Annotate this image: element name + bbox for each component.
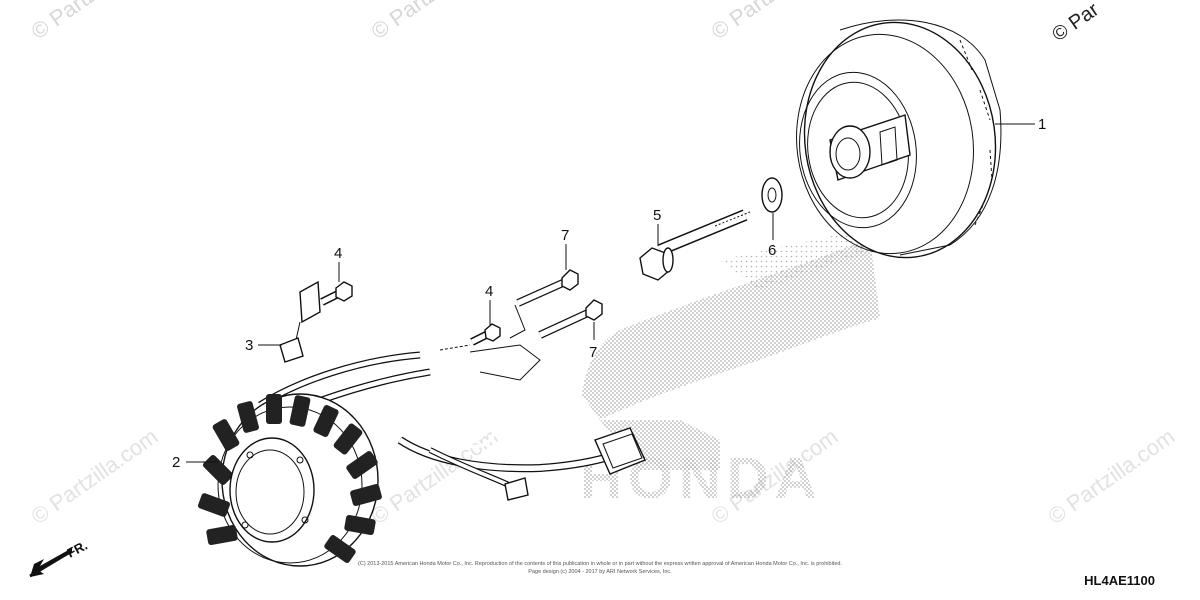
callout-7-lower[interactable]: 7 xyxy=(589,322,597,361)
watermark: © Partzilla.com xyxy=(1044,424,1180,530)
callout-number: 1 xyxy=(1038,116,1046,133)
callout-6[interactable]: 6 xyxy=(768,213,776,259)
stator-bolt-upper[interactable] xyxy=(516,269,579,307)
callout-number: 5 xyxy=(653,207,661,224)
copyright-line: (C) 2013-2015 American Honda Motor Co., … xyxy=(358,561,842,567)
callout-number: 7 xyxy=(589,344,597,361)
callout-number: 4 xyxy=(485,283,493,300)
wire-clamp[interactable] xyxy=(279,280,321,363)
flange-bolt[interactable] xyxy=(639,209,751,281)
callout-4-right[interactable]: 4 xyxy=(485,283,493,325)
flywheel-rotor[interactable] xyxy=(783,10,1011,270)
watermark: © Partzilla.com xyxy=(27,424,163,530)
callout-2[interactable]: 2 xyxy=(172,454,218,471)
callout-7-upper[interactable]: 7 xyxy=(561,227,569,270)
callout-number: 6 xyxy=(768,242,776,259)
washer[interactable] xyxy=(761,177,783,213)
callout-4-left[interactable]: 4 xyxy=(334,245,342,282)
callout-1[interactable]: 1 xyxy=(995,116,1046,133)
callout-number: 4 xyxy=(334,245,342,262)
small-bolt-left[interactable] xyxy=(320,281,353,306)
leader-lines xyxy=(439,304,541,381)
corner-watermark: © Par xyxy=(1048,0,1103,46)
front-label: FR. xyxy=(64,538,90,561)
small-bolt-right[interactable] xyxy=(470,323,501,346)
stator-assembly[interactable] xyxy=(197,347,646,567)
front-arrow-icon xyxy=(29,550,71,578)
front-direction-indicator: FR. xyxy=(29,538,90,578)
watermark: © Partzilla.com xyxy=(367,0,503,44)
stator-bolt-lower[interactable] xyxy=(538,299,603,339)
copyright-line: Page design (c) 2004 - 2017 by ARI Netwo… xyxy=(528,569,672,575)
copyright-notice: (C) 2013-2015 American Honda Motor Co., … xyxy=(358,561,842,575)
callout-number: 3 xyxy=(245,337,253,354)
callout-5[interactable]: 5 xyxy=(653,207,661,246)
callout-number: 2 xyxy=(172,454,180,471)
watermark: © Partzilla.com xyxy=(707,0,843,44)
diagram-code: HL4AE1100 xyxy=(1084,573,1155,588)
honda-wing-logo: HONDA xyxy=(580,230,880,511)
callout-number: 7 xyxy=(561,227,569,244)
watermark: © Partzilla.com xyxy=(27,0,163,44)
callout-3[interactable]: 3 xyxy=(245,337,282,354)
